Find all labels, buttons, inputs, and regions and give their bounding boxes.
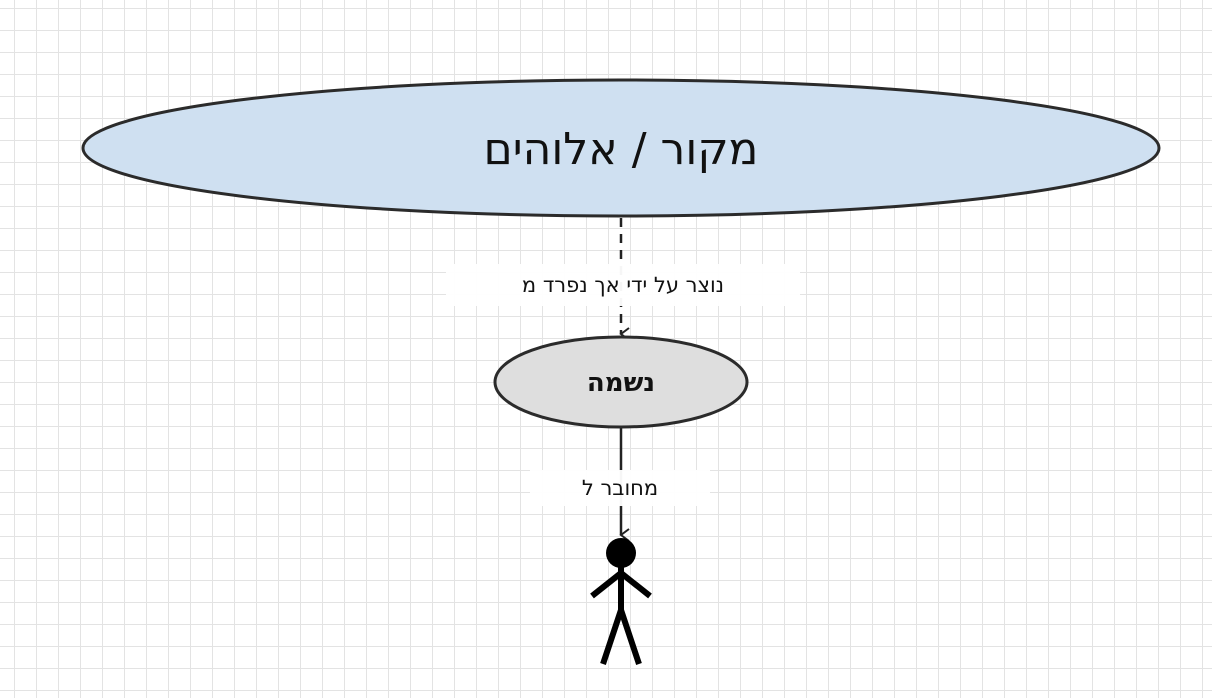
node-soul[interactable]: נשמה xyxy=(493,335,749,429)
person-head xyxy=(606,538,636,568)
node-soul-ellipse xyxy=(493,335,749,429)
edge-label-created-by: נוצר על ידי אך נפרד מ xyxy=(446,264,800,306)
person-right-arm xyxy=(619,570,652,599)
node-source[interactable]: מקור / אלוהים xyxy=(81,78,1161,218)
node-source-label: מקור / אלוהים xyxy=(484,124,759,175)
node-source-ellipse xyxy=(81,78,1161,218)
person-left-leg xyxy=(600,609,624,665)
person-right-leg xyxy=(618,609,642,665)
node-soul-label: נשמה xyxy=(587,368,655,398)
stick-figure-person-icon[interactable] xyxy=(590,538,652,665)
edge-label-connected-to: מחובר ל xyxy=(530,470,710,506)
person-left-arm xyxy=(590,570,623,599)
